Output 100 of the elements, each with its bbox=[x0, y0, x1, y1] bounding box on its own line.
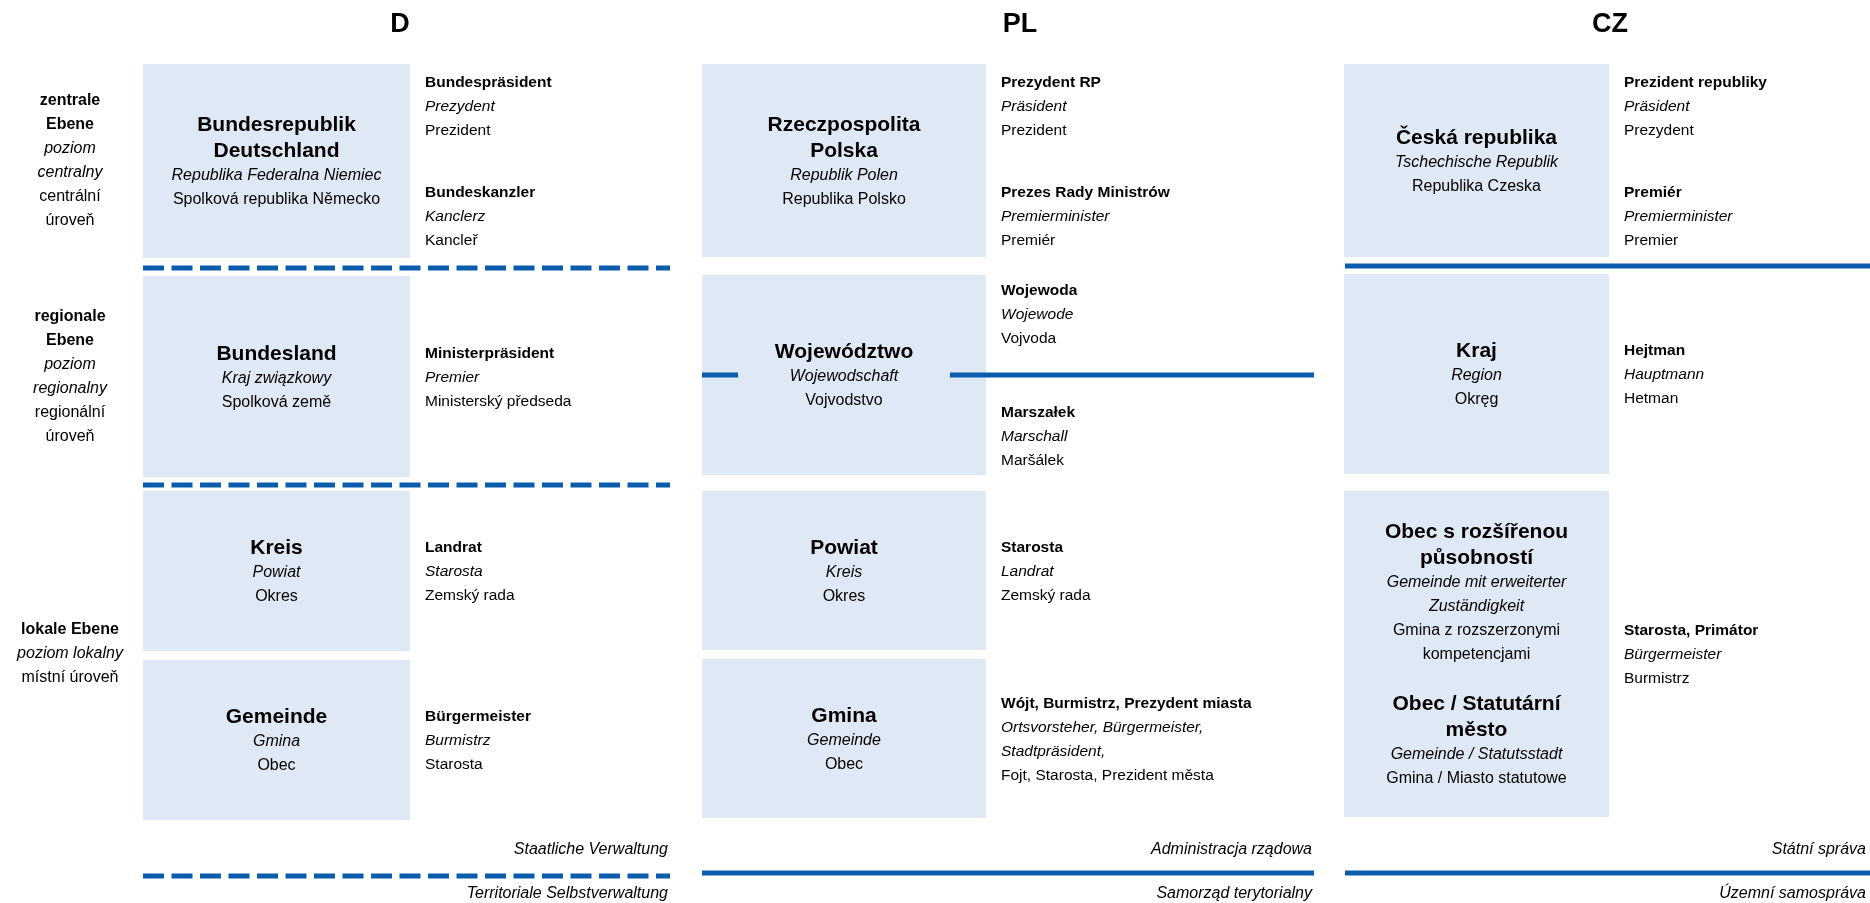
unit-name: Województwo bbox=[774, 338, 914, 364]
unit-translation: Republik Polen bbox=[790, 164, 898, 185]
territory-box bbox=[1344, 274, 1609, 474]
official-translation: Premier bbox=[425, 366, 481, 387]
unit-translation: Gemeinde mit erweiterter Zuständigkeit bbox=[1385, 572, 1568, 616]
official-translation: Prezydent bbox=[1624, 119, 1695, 140]
unit-translation: Gmina / Miasto statutowe bbox=[1386, 768, 1567, 788]
divider-caption: Territoriale Selbstverwaltung bbox=[466, 884, 668, 902]
divider-caption: Samorząd terytorialny bbox=[1156, 884, 1312, 902]
unit-translation: Republika Czeska bbox=[1412, 175, 1541, 196]
official-title: Bundespräsident bbox=[425, 72, 552, 92]
official-title: Starosta, Primátor bbox=[1624, 620, 1759, 640]
unit-translation: Spolková země bbox=[221, 391, 332, 412]
unit-name: Powiat bbox=[810, 533, 878, 560]
column-heading: PL bbox=[1001, 8, 1039, 39]
unit-name: Kreis bbox=[250, 534, 303, 560]
level-label: regionální úroveň bbox=[33, 402, 107, 446]
unit-name: Obec / Statutární město bbox=[1391, 690, 1562, 742]
unit-translation: Okres bbox=[255, 586, 298, 606]
territory-box bbox=[702, 275, 986, 475]
unit-name: Obec s rozšířenou působností bbox=[1383, 518, 1570, 570]
unit-name: Bundesland bbox=[216, 339, 337, 366]
official-translation: Starosta bbox=[425, 754, 484, 774]
column-heading: CZ bbox=[1591, 8, 1629, 39]
official-translation: Prezident bbox=[425, 120, 492, 140]
official-translation: Maršálek bbox=[1001, 450, 1065, 470]
unit-name: Rzeczpospolita Polska bbox=[766, 110, 922, 163]
official-translation: Premier bbox=[1624, 229, 1680, 250]
official-title: Prezident republiky bbox=[1624, 71, 1767, 92]
official-translation: Starosta bbox=[425, 561, 484, 581]
official-translation: Vojvoda bbox=[1001, 328, 1058, 348]
territory-box bbox=[143, 64, 410, 258]
official-translation: Burmistrz bbox=[1624, 668, 1691, 688]
official-translation: Prezydent bbox=[425, 96, 497, 116]
unit-translation: Okres bbox=[822, 585, 866, 606]
column-heading: D bbox=[389, 8, 411, 39]
unit-translation: Powiat bbox=[252, 562, 301, 582]
official-translation: Hauptmann bbox=[1624, 364, 1705, 384]
territory-box bbox=[1344, 64, 1609, 257]
official-title: Starosta bbox=[1001, 536, 1065, 557]
official-translation: Kanclerz bbox=[425, 206, 487, 226]
official-title: Hejtman bbox=[1624, 340, 1687, 360]
unit-name: Česká republika bbox=[1395, 123, 1558, 150]
unit-name: Kraj bbox=[1456, 337, 1497, 363]
official-translation: Ortsvorsteher, Bürgermeister, Stadtpräsident, bbox=[1001, 716, 1205, 761]
territory-box bbox=[143, 491, 410, 651]
official-translation: Premierminister bbox=[1001, 205, 1111, 226]
divider-caption: Územní samospráva bbox=[1719, 884, 1866, 902]
official-translation: Fojt, Starosta, Prezident města bbox=[1001, 764, 1215, 785]
unit-name: Bundesrepublik Deutschland bbox=[196, 111, 357, 163]
official-translation: Premiér bbox=[1001, 229, 1057, 250]
official-translation: Landrat bbox=[1001, 560, 1055, 581]
official-translation: Premierminister bbox=[1624, 205, 1734, 226]
official-translation: Marschall bbox=[1001, 426, 1069, 446]
official-translation: Zemský rada bbox=[425, 585, 515, 605]
unit-translation: Okręg bbox=[1454, 389, 1499, 409]
official-translation: Wojewode bbox=[1001, 304, 1075, 324]
unit-translation: Republika Federalna Niemiec bbox=[171, 165, 382, 185]
territory-box bbox=[143, 276, 410, 477]
official-translation: Burmistrz bbox=[425, 730, 492, 750]
unit-translation: Vojvodstvo bbox=[805, 390, 883, 410]
divider-caption: Administracja rządowa bbox=[1151, 840, 1312, 858]
unit-translation: Obec bbox=[257, 755, 296, 775]
official-translation: Kancleř bbox=[425, 230, 479, 250]
official-translation: Präsident bbox=[1624, 95, 1691, 116]
unit-translation: Republika Polsko bbox=[782, 188, 906, 209]
official-title: Premiér bbox=[1624, 181, 1683, 202]
unit-translation: Region bbox=[1451, 365, 1502, 385]
unit-translation: Gemeinde / Statutsstadt bbox=[1390, 744, 1563, 764]
official-translation: Zemský rada bbox=[1001, 584, 1091, 605]
level-label: místní úroveň bbox=[21, 667, 119, 687]
official-translation: Prezident bbox=[1001, 119, 1068, 140]
territory-box bbox=[143, 660, 410, 820]
official-translation: Hetman bbox=[1624, 388, 1680, 408]
unit-translation: Gemeinde bbox=[807, 729, 881, 750]
unit-translation: Wojewodschaft bbox=[789, 366, 899, 386]
official-title: Bürgermeister bbox=[425, 706, 531, 726]
unit-translation: Spolková republika Německo bbox=[172, 189, 381, 209]
official-title: Wojewoda bbox=[1001, 280, 1078, 300]
level-label: lokale Ebene bbox=[21, 619, 119, 639]
unit-translation: Gmina z rozszerzonymi kompetencjami bbox=[1391, 620, 1562, 664]
unit-translation: Gmina bbox=[252, 731, 301, 751]
unit-translation: Obec bbox=[824, 753, 864, 774]
unit-translation: Tschechische Republik bbox=[1394, 151, 1559, 172]
official-title: Prezydent RP bbox=[1001, 71, 1102, 92]
official-title: Marszałek bbox=[1001, 402, 1077, 422]
territory-box bbox=[702, 659, 986, 818]
official-title: Wójt, Burmistrz, Prezydent miasta bbox=[1001, 692, 1253, 713]
level-label: centrální úroveň bbox=[38, 186, 102, 230]
official-translation: Präsident bbox=[1001, 95, 1068, 116]
official-title: Prezes Rady Ministrów bbox=[1001, 181, 1170, 202]
official-title: Ministerpräsident bbox=[425, 342, 556, 363]
unit-name: Gemeinde bbox=[225, 703, 328, 729]
official-translation: Bürgermeister bbox=[1624, 644, 1723, 664]
unit-name: Gmina bbox=[811, 701, 877, 728]
territory-box bbox=[702, 64, 986, 257]
territory-box bbox=[1344, 491, 1609, 817]
level-label: poziom lokalny bbox=[17, 643, 123, 663]
territory-box bbox=[702, 491, 986, 650]
divider-caption: Staatliche Verwaltung bbox=[513, 840, 668, 858]
